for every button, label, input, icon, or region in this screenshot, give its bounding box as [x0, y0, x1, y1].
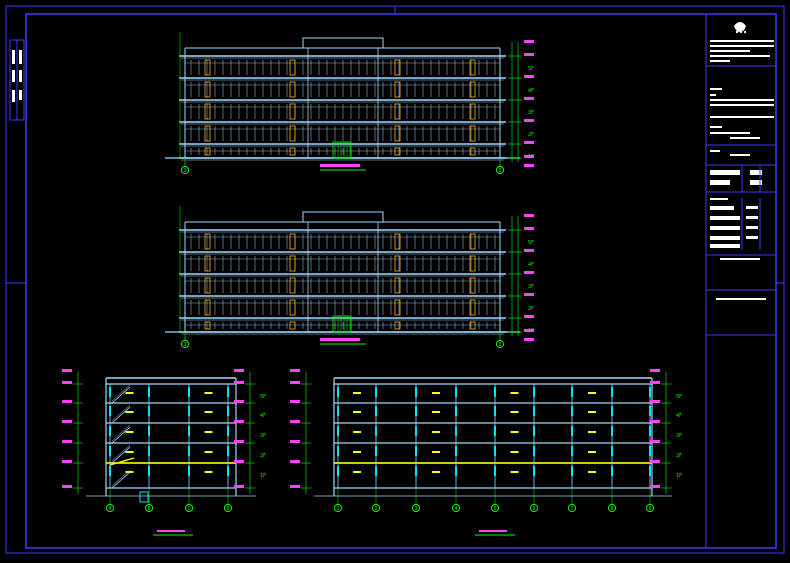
axis-marker: B [144, 503, 154, 513]
floor-level-label: 5F [676, 394, 682, 400]
floor-level-label: 4F [676, 413, 682, 419]
svg-text:1: 1 [336, 506, 339, 512]
axis-marker: 8 [607, 503, 617, 513]
axis-marker: 4 [451, 503, 461, 513]
floor-level-label: 1F [260, 473, 266, 479]
floor-level-label: 5F [260, 394, 266, 400]
company-logo-icon [734, 22, 747, 34]
floor-level-label: 4F [528, 88, 534, 94]
svg-text:2: 2 [498, 168, 501, 174]
svg-text:7: 7 [570, 506, 573, 512]
svg-text:9: 9 [648, 506, 651, 512]
axis-marker: 5 [490, 503, 500, 513]
axis-marker: D [223, 503, 233, 513]
elevation-view-2-1: 1 2 5F 4F 3F 2F 1F [165, 206, 534, 349]
axis-marker: 3 [411, 503, 421, 513]
axis-marker: 1 [180, 339, 190, 349]
svg-text:8: 8 [610, 506, 613, 512]
section-view-left: A B C D 5F 4F 3F 2F 1F [62, 369, 266, 536]
floor-level-label: 1F [528, 328, 534, 334]
floor-level-label: 1F [676, 473, 682, 479]
axis-marker: 9 [645, 503, 655, 513]
axis-marker: 6 [529, 503, 539, 513]
svg-text:C: C [187, 506, 190, 512]
floor-level-label: 2F [676, 453, 682, 459]
floor-level-label: 5F [528, 240, 534, 246]
svg-text:3: 3 [414, 506, 417, 512]
svg-text:B: B [147, 506, 150, 512]
svg-text:4: 4 [454, 506, 457, 512]
floor-level-label: 2F [260, 453, 266, 459]
svg-text:1: 1 [183, 168, 186, 174]
svg-text:A: A [108, 506, 111, 512]
floor-level-label: 2F [528, 132, 534, 138]
floor-level-label: 3F [528, 284, 534, 290]
svg-text:2: 2 [374, 506, 377, 512]
elevation-view-1-2: 1 2 5F 4F 3F 2F 1F [165, 32, 534, 175]
svg-text:1: 1 [183, 342, 186, 348]
svg-text:6: 6 [532, 506, 535, 512]
svg-text:5: 5 [493, 506, 496, 512]
floor-level-label: 4F [528, 262, 534, 268]
floor-level-label: 3F [260, 433, 266, 439]
axis-marker: 1 [180, 165, 190, 175]
axis-marker: C [184, 503, 194, 513]
axis-marker: A [105, 503, 115, 513]
axis-marker: 2 [495, 165, 505, 175]
axis-marker: 2 [371, 503, 381, 513]
axis-marker: 1 [333, 503, 343, 513]
floor-level-label: 3F [528, 110, 534, 116]
section-view-right: 1 2 3 4 5 6 7 8 9 5F 4F 3F 2F 1F [290, 369, 682, 536]
axis-marker: 2 [495, 339, 505, 349]
floor-level-label: 4F [260, 413, 266, 419]
binding-strip [9, 39, 25, 121]
axis-marker: 7 [567, 503, 577, 513]
floor-level-label: 2F [528, 306, 534, 312]
svg-text:2: 2 [498, 342, 501, 348]
svg-text:D: D [226, 506, 229, 512]
floor-level-label: 5F [528, 66, 534, 72]
floor-level-label: 1F [528, 154, 534, 160]
title-block [705, 13, 777, 549]
floor-level-label: 3F [676, 433, 682, 439]
